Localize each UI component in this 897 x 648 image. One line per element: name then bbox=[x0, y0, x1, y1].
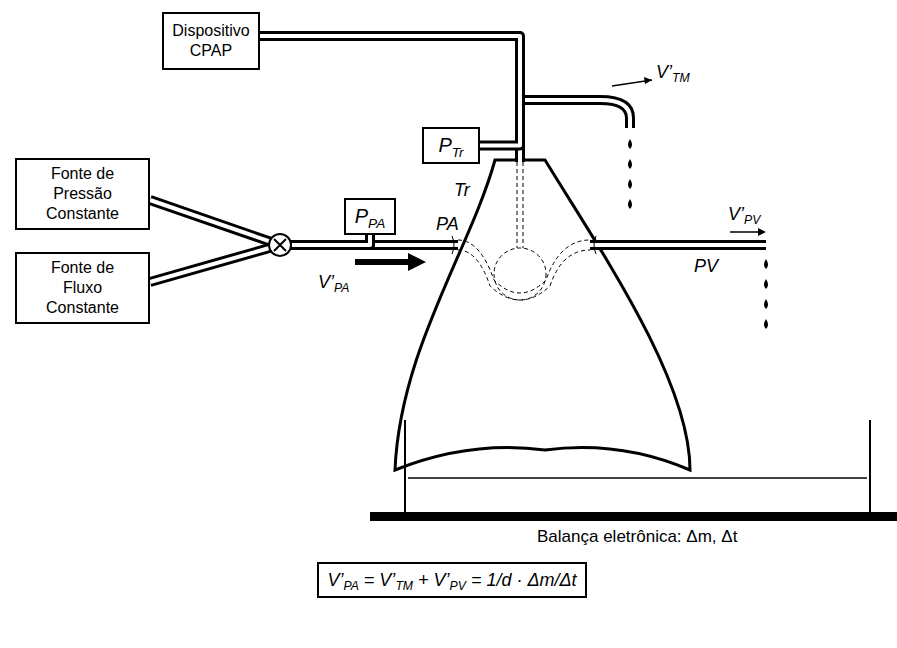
box-text: V’PA = V’TM + V’PV = 1/d · Δm/Δt bbox=[327, 569, 576, 592]
box-text: Fonte de Fluxo Constante bbox=[37, 258, 129, 318]
device-box: Dispositivo CPAP bbox=[162, 12, 260, 70]
artery-tube bbox=[370, 236, 590, 300]
pressure-sensor-box: PPA bbox=[344, 198, 396, 235]
flow-label: V’TM bbox=[656, 62, 690, 83]
source-box: Fonte de Pressão Constante bbox=[15, 158, 150, 230]
box-text: PPA bbox=[355, 204, 385, 229]
leak-tube bbox=[520, 100, 632, 209]
equation-box: V’PA = V’TM + V’PV = 1/d · Δm/Δt bbox=[317, 562, 587, 598]
vein-label: PV bbox=[694, 256, 718, 277]
flow-label: V’PA bbox=[318, 272, 349, 293]
vein-tube bbox=[588, 236, 768, 329]
artery-label: PA bbox=[436, 214, 459, 235]
box-text: PTr bbox=[438, 133, 463, 158]
scale-caption: Balança eletrônica: Δm, Δt bbox=[537, 527, 737, 547]
scale bbox=[370, 420, 897, 521]
box-text: Dispositivo CPAP bbox=[172, 21, 250, 61]
tube-connector bbox=[260, 36, 520, 146]
trachea-tube bbox=[494, 138, 546, 300]
flow-label: V’PV bbox=[728, 204, 760, 225]
tube-connector bbox=[150, 235, 370, 282]
lung-outline bbox=[395, 160, 690, 470]
source-box: Fonte de Fluxo Constante bbox=[15, 252, 150, 324]
flow-arrow bbox=[355, 77, 766, 271]
pressure-sensor-box: PTr bbox=[422, 127, 480, 164]
tube-connector bbox=[150, 200, 370, 245]
box-text: Fonte de Pressão Constante bbox=[37, 164, 129, 224]
mixer-valve bbox=[269, 234, 291, 256]
trachea-label: Tr bbox=[454, 180, 470, 201]
